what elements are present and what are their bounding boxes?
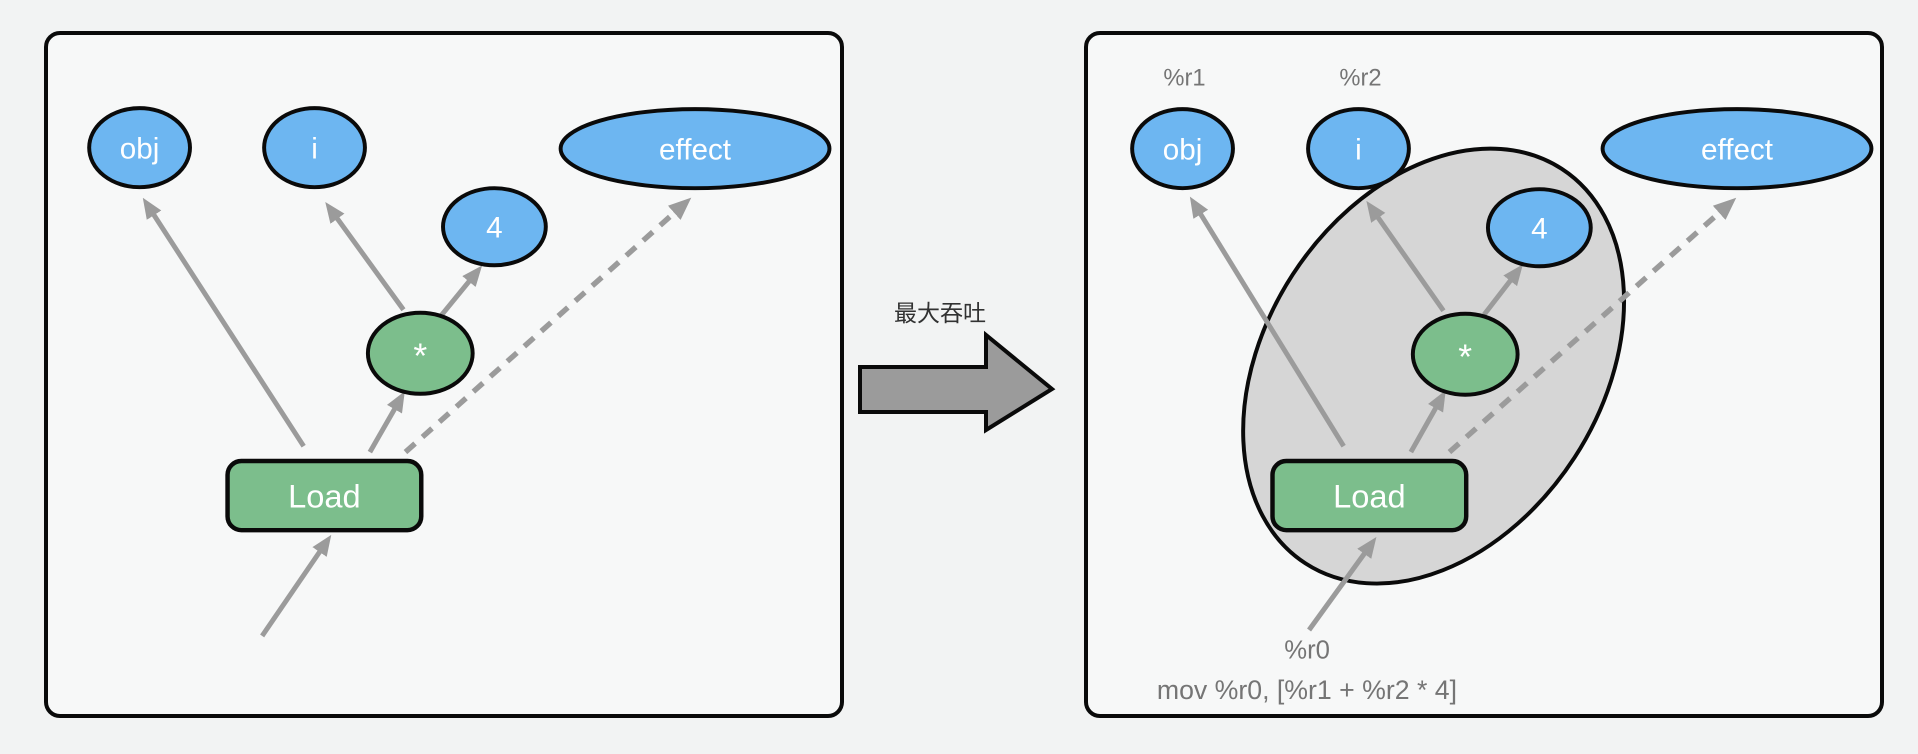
mul-node-shape bbox=[365, 310, 475, 396]
left-node-effect: effect bbox=[558, 107, 832, 191]
load-node-label: Load bbox=[1333, 477, 1406, 514]
left-panel: obj i 4 effect * Load bbox=[44, 31, 844, 718]
right-node-load: Load bbox=[1270, 458, 1469, 533]
transition-label: 最大吞吐 bbox=[894, 300, 986, 326]
i-node-label: i bbox=[1355, 134, 1362, 167]
left-graph-svg: obj i 4 effect * Load bbox=[87, 106, 832, 638]
effect-node-shape bbox=[558, 107, 832, 191]
load-node-shape bbox=[225, 458, 424, 533]
big-right-arrow-icon bbox=[858, 330, 1056, 434]
instruction-text: mov %r0, [%r1 + %r2 * 4] bbox=[1157, 675, 1457, 705]
mul-node-label: * bbox=[1458, 337, 1472, 377]
register-r2-label: %r2 bbox=[1339, 65, 1381, 91]
right-edge-mul-to-four bbox=[1482, 264, 1523, 317]
left-edge-mul-to-i bbox=[325, 201, 406, 312]
right-edge-load-to-effect-dashed bbox=[1447, 197, 1737, 455]
left-edge-input-to-load bbox=[260, 534, 332, 638]
load-node-shape bbox=[1270, 458, 1469, 533]
left-edge-load-to-mul bbox=[367, 391, 405, 454]
left-node-mul: * bbox=[365, 310, 475, 396]
i-node-shape bbox=[1306, 107, 1411, 191]
right-node-mul: * bbox=[1410, 311, 1520, 397]
right-edge-load-to-obj bbox=[1189, 196, 1346, 448]
left-edge-load-to-obj bbox=[142, 197, 306, 448]
four-node-label: 4 bbox=[486, 212, 502, 245]
effect-node-shape bbox=[1600, 107, 1874, 191]
i-node-shape bbox=[262, 106, 367, 190]
right-edge-r0-to-load bbox=[1307, 536, 1377, 632]
right-graph-svg: %r1 %r2 obj i 4 eff bbox=[1130, 65, 1874, 705]
four-node-label: 4 bbox=[1531, 213, 1548, 246]
obj-node-shape bbox=[87, 106, 192, 190]
mul-node-shape bbox=[1410, 311, 1520, 397]
obj-node-label: obj bbox=[120, 133, 160, 166]
left-node-obj: obj bbox=[87, 106, 192, 190]
right-node-obj: obj bbox=[1130, 107, 1235, 191]
left-edge-mul-to-four bbox=[439, 265, 483, 318]
register-r0-label: %r0 bbox=[1284, 637, 1330, 665]
right-node-i: i bbox=[1306, 107, 1411, 191]
right-edge-mul-to-i bbox=[1366, 200, 1446, 313]
obj-node-label: obj bbox=[1163, 134, 1203, 167]
left-node-load: Load bbox=[225, 458, 424, 533]
right-panel: %r1 %r2 obj i 4 eff bbox=[1084, 31, 1884, 718]
right-edge-load-to-mul bbox=[1408, 390, 1446, 454]
register-r1-label: %r1 bbox=[1163, 65, 1205, 91]
right-node-effect: effect bbox=[1600, 107, 1874, 191]
left-node-four: 4 bbox=[441, 186, 548, 268]
four-node-shape bbox=[441, 186, 548, 268]
obj-node-shape bbox=[1130, 107, 1235, 191]
left-edge-load-to-effect-dashed bbox=[403, 197, 692, 455]
load-node-label: Load bbox=[288, 477, 361, 514]
effect-node-label: effect bbox=[1701, 134, 1774, 167]
i-node-label: i bbox=[311, 133, 318, 166]
effect-node-label: effect bbox=[659, 134, 732, 167]
mul-node-label: * bbox=[413, 336, 427, 376]
left-node-i: i bbox=[262, 106, 367, 190]
four-node-shape bbox=[1485, 187, 1593, 269]
right-node-four: 4 bbox=[1485, 187, 1593, 269]
transition-arrow-svg bbox=[858, 330, 1056, 434]
